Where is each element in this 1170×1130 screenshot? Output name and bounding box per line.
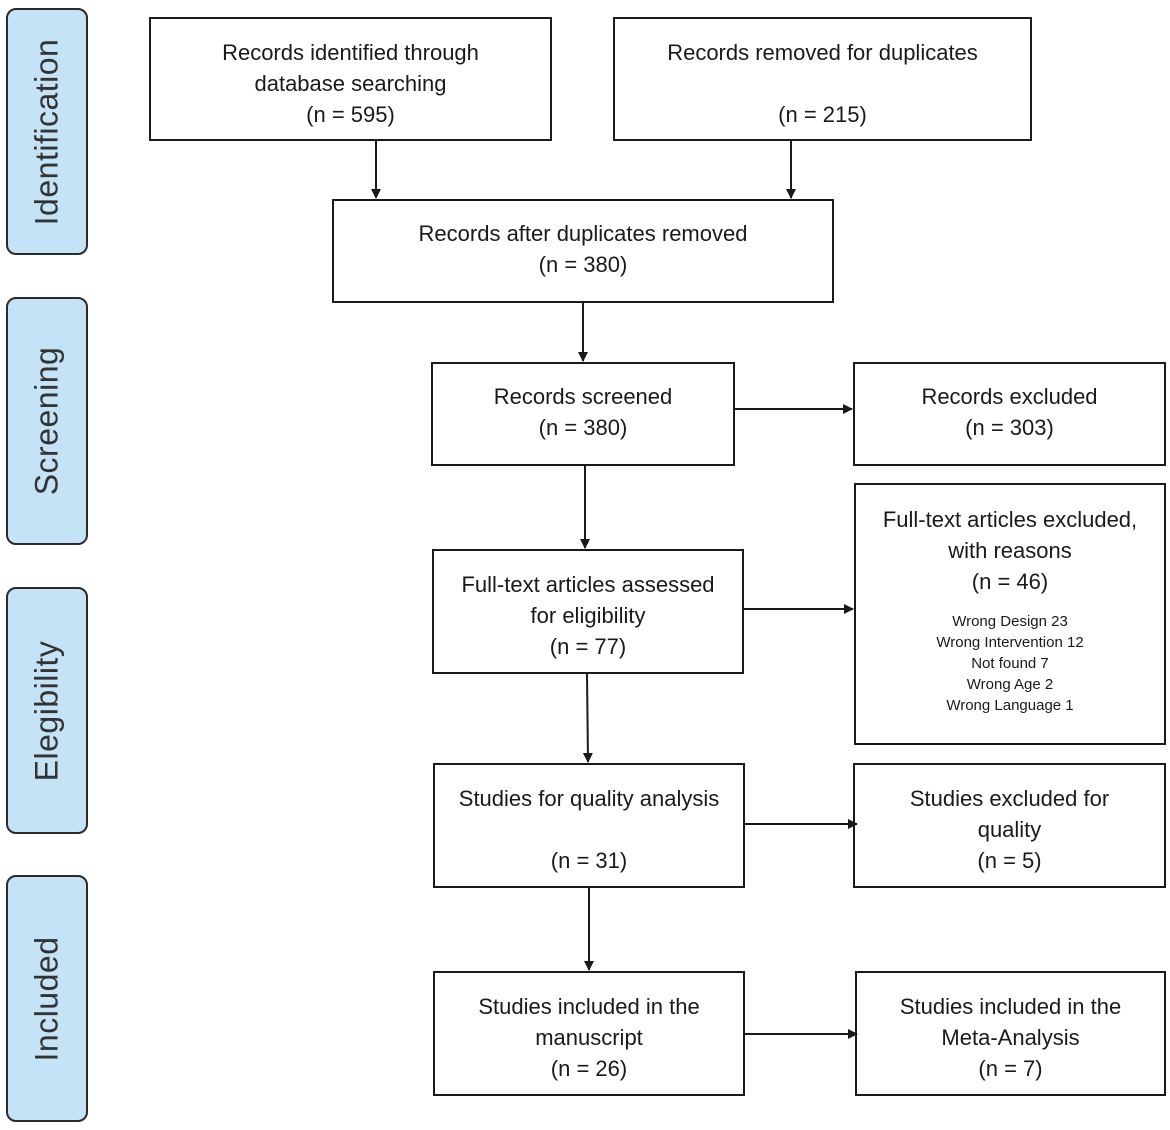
manuscript-line1: Studies included in the [478,994,700,1019]
meta-analysis-count: (n = 7) [978,1056,1043,1081]
box-quality-analysis: Studies for quality analysis (n = 31) [433,763,745,888]
meta-analysis-line1: Studies included in the [899,994,1122,1019]
box-records-after-duplicates: Records after duplicates removed (n = 38… [332,199,834,303]
phase-included-label: Included [28,936,65,1061]
box-studies-manuscript: Studies included in the manuscript (n = … [433,971,745,1096]
phase-eligibility-label: Elegibility [28,640,65,781]
records-after-count: (n = 380) [538,252,628,277]
quality-excluded-count: (n = 5) [977,848,1042,873]
records-removed-count: (n = 215) [778,102,867,127]
records-after-line1: Records after duplicates removed [418,221,748,246]
fulltext-excluded-line2: with reasons [948,538,1072,563]
box-fulltext-excluded: Full-text articles excluded, with reason… [854,483,1166,745]
phase-screening-label: Screening [28,346,65,496]
phase-identification-label: Identification [28,38,65,225]
box-records-removed-duplicates: Records removed for duplicates (n = 215) [613,17,1032,141]
manuscript-count: (n = 26) [550,1056,628,1081]
box-fulltext-assessed: Full-text articles assessed for eligibil… [432,549,744,674]
records-screened-count: (n = 380) [538,415,628,440]
manuscript-line2: manuscript [535,1025,643,1050]
exclusion-reason: Not found 7 [971,655,1049,672]
records-screened-line1: Records screened [493,384,673,409]
records-removed-line1: Records removed for duplicates [667,40,978,65]
box-records-excluded: Records excluded (n = 303) [853,362,1166,466]
box-records-identified: Records identified through database sear… [149,17,552,141]
quality-analysis-line1: Studies for quality analysis [458,786,720,811]
box-studies-meta-analysis: Studies included in the Meta-Analysis (n… [855,971,1166,1096]
meta-analysis-line2: Meta-Analysis [941,1025,1080,1050]
quality-excluded-line1: Studies excluded for [909,786,1110,811]
exclusion-reason: Wrong Language 1 [946,697,1074,714]
exclusion-reason: Wrong Design 23 [952,613,1068,630]
records-excluded-line1: Records excluded [921,384,1098,409]
records-identified-count: (n = 595) [306,102,395,127]
records-identified-line2: database searching [254,71,447,96]
phase-identification: Identification [6,8,88,255]
phase-included: Included [6,875,88,1122]
quality-excluded-line2: quality [977,817,1042,842]
box-quality-excluded: Studies excluded for quality (n = 5) [853,763,1166,888]
fulltext-excluded-line1: Full-text articles excluded, [882,507,1138,532]
exclusion-reasons-list: Wrong Design 23 Wrong Intervention 12 No… [936,611,1083,716]
records-excluded-count: (n = 303) [965,415,1054,440]
fulltext-excluded-count: (n = 46) [971,569,1049,594]
records-identified-line1: Records identified through [222,40,479,65]
quality-analysis-count: (n = 31) [550,848,628,873]
exclusion-reason: Wrong Age 2 [966,676,1054,693]
box-records-screened: Records screened (n = 380) [431,362,735,466]
fulltext-assessed-line2: for eligibility [530,603,646,628]
exclusion-reason: Wrong Intervention 12 [936,634,1084,651]
phase-eligibility: Elegibility [6,587,88,834]
fulltext-assessed-line1: Full-text articles assessed [461,572,715,597]
arrow-fulltext-to-quality [582,673,593,763]
phase-screening: Screening [6,297,88,545]
fulltext-assessed-count: (n = 77) [549,634,627,659]
